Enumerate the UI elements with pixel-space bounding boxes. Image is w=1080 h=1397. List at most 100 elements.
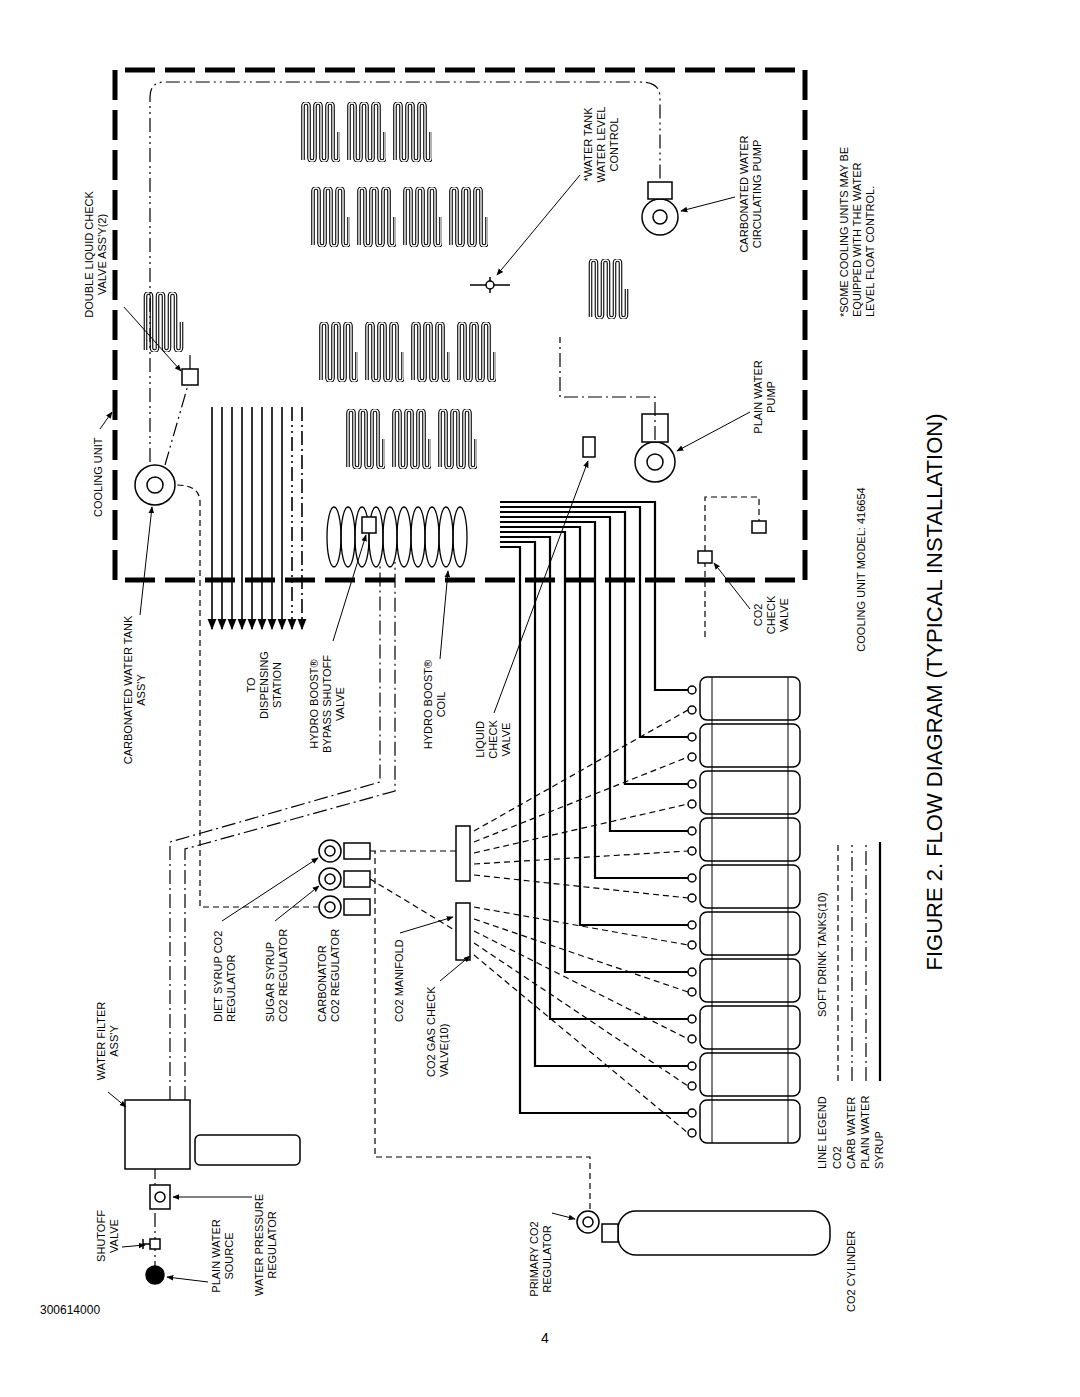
soft-drink-tanks	[688, 894, 696, 902]
coils	[405, 188, 441, 246]
leader-lines	[124, 307, 181, 371]
soft-drink-tanks	[688, 1129, 696, 1137]
dispensing-lines	[291, 407, 293, 629]
water-lines	[185, 562, 395, 1100]
callout-label: PLAIN WATER SOURCE	[210, 1210, 236, 1302]
leader-lines	[108, 1092, 126, 1107]
leader-lines	[275, 886, 319, 921]
leader-lines	[122, 1245, 145, 1247]
soft-drink-tanks	[688, 827, 696, 835]
syrup-lines	[500, 502, 688, 1113]
soft-drink-tanks	[700, 959, 800, 1002]
dispensing-lines	[221, 407, 223, 629]
water-source	[155, 1192, 165, 1202]
coils	[440, 410, 476, 468]
callout-label: SOFT DRINK TANKS(10)	[816, 837, 829, 1017]
coils	[303, 103, 339, 161]
legend-entry: CO2	[831, 1084, 844, 1169]
co2-lines	[474, 851, 688, 864]
coils	[395, 103, 431, 161]
co2-parts	[325, 874, 335, 884]
soft-drink-tanks	[688, 847, 696, 855]
callout-label: SHUTOFF VALVE	[95, 1205, 121, 1267]
water-source	[195, 1135, 300, 1165]
cooling-unit-parts	[647, 454, 663, 470]
callout-label: *WATER TANK WATER LEVEL CONTROL	[582, 97, 621, 192]
water-source	[146, 1266, 164, 1284]
coils	[591, 260, 627, 318]
soft-drink-tanks	[688, 1035, 696, 1043]
leader-lines	[497, 175, 580, 275]
co2-lines	[474, 907, 688, 945]
soft-drink-tanks	[688, 677, 800, 1143]
hydro-boost-coil	[369, 507, 383, 567]
leader-lines	[222, 858, 318, 921]
legend-samples	[879, 842, 881, 1081]
soft-drink-tanks	[688, 780, 696, 788]
leader-lines	[494, 461, 588, 713]
leader-lines	[167, 1277, 208, 1282]
callout-label: TO DISPENSING STATION	[245, 645, 284, 725]
water-source	[150, 1185, 170, 1209]
co2-parts	[456, 826, 470, 881]
leader-lines	[714, 563, 750, 609]
carb-water-lines	[165, 352, 190, 465]
callout-label: 300614000	[40, 1303, 160, 1317]
soft-drink-tanks	[700, 1053, 800, 1096]
coils	[348, 410, 384, 468]
callout-label: CO2 GAS CHECK VALVE(10)	[425, 977, 451, 1077]
leader-lines	[100, 412, 112, 429]
leader-lines	[440, 571, 448, 659]
coils	[313, 188, 349, 246]
cooling-unit-parts	[182, 369, 198, 385]
water-source	[143, 1239, 150, 1249]
dispensing-lines	[271, 407, 273, 629]
cooling-unit-outline	[115, 70, 805, 580]
cooling-unit-parts	[752, 521, 766, 533]
callout-label: DIET SYRUP CO2 REGULATOR	[212, 924, 238, 1022]
dispensing-lines	[281, 407, 283, 629]
coils	[459, 323, 495, 381]
callout-label: HYDRO BOOST® BYPASS SHUTOFF VALVE	[308, 643, 347, 765]
callout-label: COOLING UNIT	[92, 427, 105, 517]
soft-drink-tanks	[700, 865, 800, 908]
callout-label: CO2 MANIFOLD	[393, 924, 406, 1022]
water-lines	[155, 337, 655, 1275]
soft-drink-tanks	[688, 874, 696, 882]
carb-water-lines	[150, 82, 660, 465]
callout-label: CO2 CYLINDER	[845, 1202, 858, 1312]
leader-lines	[173, 1197, 252, 1198]
hydro-boost-coil	[425, 507, 439, 567]
callout-label: PRIMARY CO2 REGULATOR	[528, 1209, 554, 1309]
leader-lines	[681, 197, 735, 211]
dispensing-lines	[241, 407, 243, 629]
dispensing-lines	[261, 407, 263, 629]
syrup-lines	[500, 502, 688, 690]
soft-drink-tanks	[688, 733, 696, 741]
dispensing-lines	[301, 407, 303, 629]
cooling-unit-outline	[115, 70, 805, 580]
coils	[451, 188, 487, 246]
soft-drink-tanks	[700, 771, 800, 814]
coils	[367, 323, 403, 381]
co2-lines	[474, 943, 688, 1086]
hydro-boost-coil	[383, 507, 397, 567]
leader-lines	[100, 175, 750, 1282]
leader-lines	[140, 507, 152, 615]
soft-drink-tanks	[700, 1100, 800, 1143]
hydro-boost-coil	[327, 507, 467, 567]
hydro-boost-coil	[411, 507, 425, 567]
hydro-boost-coil	[453, 507, 467, 567]
co2-parts	[319, 896, 341, 918]
co2-parts	[344, 843, 370, 859]
soft-drink-tanks	[688, 686, 696, 694]
hydro-boost-coil	[341, 507, 355, 567]
cooling-unit-parts	[135, 465, 175, 505]
legend-samples	[865, 842, 866, 1081]
legend-samples	[838, 842, 880, 1081]
callout-label: CARBONATOR CO2 REGULATOR	[316, 924, 342, 1022]
co2-parts	[319, 840, 341, 862]
hydro-boost-coil	[439, 507, 453, 567]
co2-lines	[375, 851, 590, 1209]
